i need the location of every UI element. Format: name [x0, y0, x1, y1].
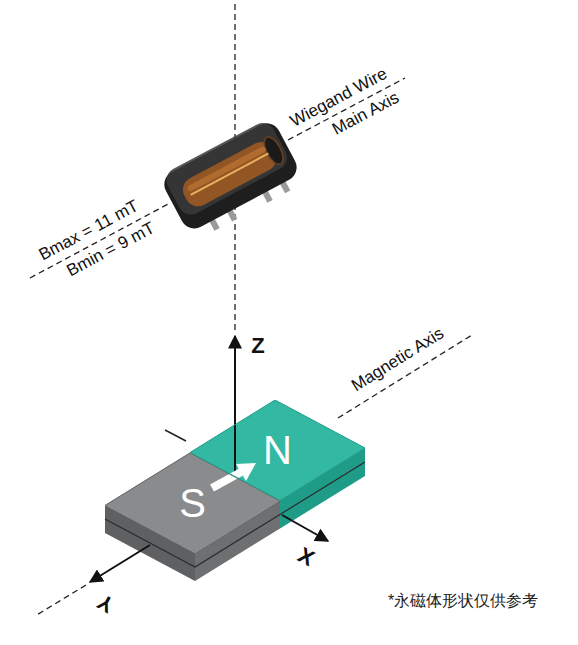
pole-letter: N	[263, 430, 292, 470]
north-pole-face: N	[190, 400, 365, 501]
axis-name: Z	[251, 334, 264, 358]
y-axis-dashed	[35, 585, 86, 616]
pole-letter: S	[179, 483, 206, 523]
magnet-north-face	[190, 400, 365, 501]
polarity-arrow	[212, 471, 243, 488]
footnote: *永磁体形状仅供参考	[388, 592, 538, 610]
axis-name: X	[294, 543, 318, 571]
wiegand-sensor	[158, 117, 306, 242]
x-axis-back	[165, 430, 186, 441]
south-pole-face: S	[105, 453, 280, 554]
z-axis-arrow	[234, 336, 236, 476]
x-axis-arrow	[282, 515, 328, 541]
axis-name: Y	[94, 589, 119, 617]
y-axis-arrow	[90, 545, 150, 582]
